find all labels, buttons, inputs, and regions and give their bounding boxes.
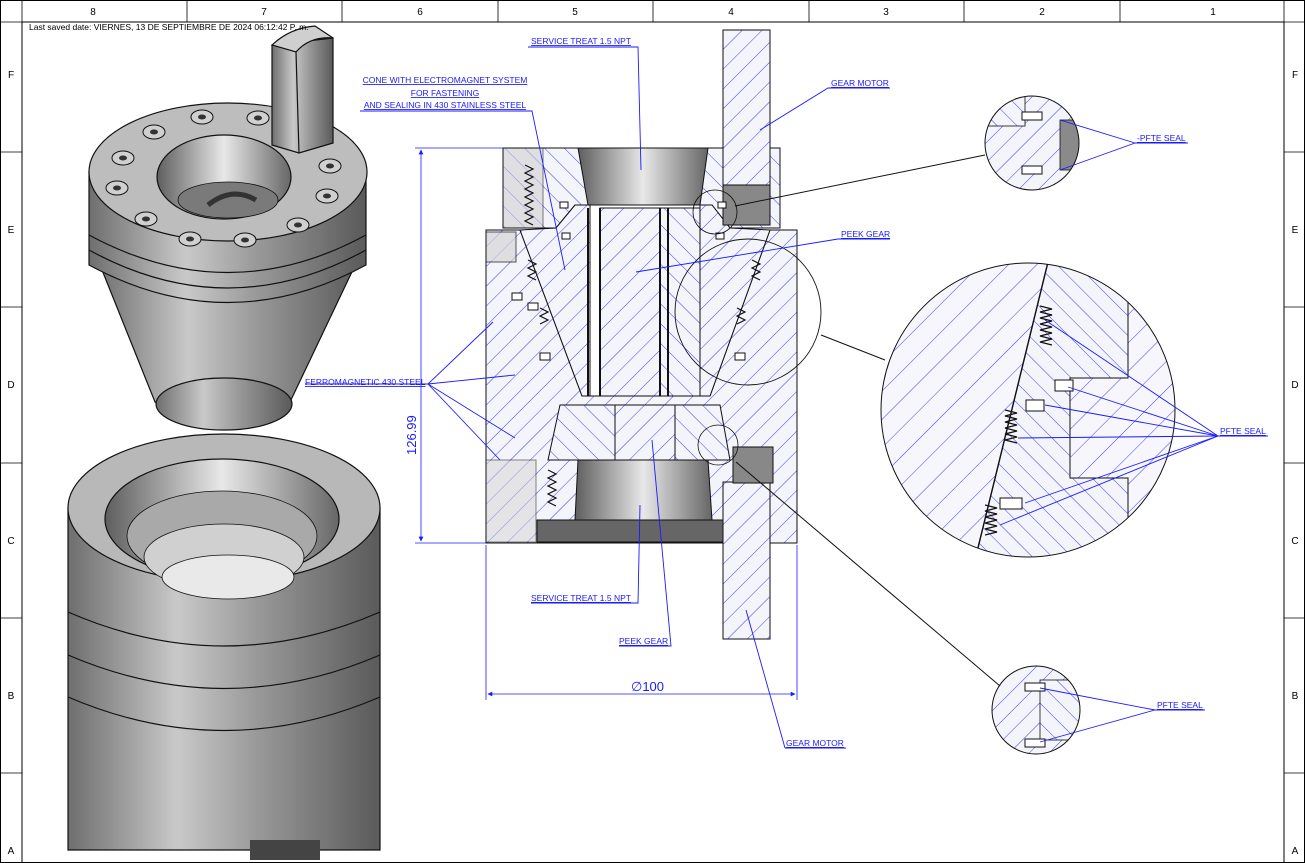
gear-motor-top-shaft [722, 29, 771, 186]
label-gear-motor-bottom: GEAR MOTOR [786, 738, 844, 748]
zone-row-a-left: A [8, 846, 15, 857]
zone-column-labels: 8 7 6 5 4 3 2 1 [90, 7, 1216, 18]
zone-column-ticks [186, 0, 1121, 22]
dimension-height-value: 126.99 [404, 415, 419, 455]
top-bore [577, 147, 709, 206]
gear-motor-bottom-shaft [722, 481, 771, 640]
zone-row-c-left: C [7, 536, 14, 547]
zone-row-b-right: B [1292, 691, 1299, 702]
label-pfte-seal-mid: PFTE SEAL [1220, 426, 1266, 436]
zone-row-c-right: C [1291, 536, 1298, 547]
coil-springs [523, 164, 762, 507]
iso-lower-cylinder [67, 433, 381, 860]
annotation-leaders [305, 46, 1268, 749]
zone-col-2: 2 [1039, 7, 1045, 18]
label-peek-gear-bottom: PEEK GEAR [619, 636, 668, 646]
zone-col-7: 7 [261, 7, 267, 18]
zone-row-f-left: F [8, 70, 14, 81]
section-view [485, 29, 822, 640]
zone-row-a-right: A [1292, 846, 1299, 857]
detail-large-leader [820, 334, 886, 361]
zone-col-4: 4 [728, 7, 734, 18]
zone-col-5: 5 [572, 7, 578, 18]
label-cone-line-2: FOR FASTENING [411, 88, 479, 98]
zone-col-6: 6 [417, 7, 423, 18]
detail-seals [999, 379, 1074, 510]
label-cone-line-1: CONE WITH ELECTROMAGNET SYSTEM [363, 75, 528, 85]
annotation-labels: SERVICE TREAT 1.5 NPT CONE WITH ELECTROM… [305, 36, 1266, 748]
label-cone-line-3: AND SEALING IN 430 STAINLESS STEEL [364, 100, 527, 110]
section-seals [511, 201, 746, 361]
detail-bottom [991, 665, 1081, 755]
last-saved-date: Last saved date: VIERNES, 13 DE SEPTIEMB… [29, 22, 309, 32]
dimension-diameter-value: ∅100 [631, 679, 664, 694]
label-service-treat-top: SERVICE TREAT 1.5 NPT [531, 36, 631, 46]
zone-row-e-left: E [8, 225, 15, 236]
zone-row-d-right: D [1291, 380, 1298, 391]
label-peek-gear-top: PEEK GEAR [841, 229, 890, 239]
dimension-diameter [485, 545, 798, 700]
zone-row-e-right: E [1292, 225, 1299, 236]
zone-row-f-right: F [1292, 70, 1298, 81]
detail-large [880, 262, 1176, 558]
zone-row-ticks [0, 151, 1305, 774]
zone-row-labels-right: F E D C B A [1291, 70, 1298, 857]
central-shaft [599, 207, 661, 397]
label-gear-motor-top: GEAR MOTOR [831, 78, 889, 88]
zone-row-b-left: B [8, 691, 15, 702]
zone-col-8: 8 [90, 7, 96, 18]
label-pfte-seal-top: -PFTE SEAL [1137, 133, 1186, 143]
detail-bottom-leader [735, 461, 1001, 687]
label-ferromagnetic: FERROMAGNETIC 430 STEEL [305, 377, 426, 387]
zone-row-labels-left: F E D C B A [7, 70, 14, 857]
dimension-height [415, 147, 503, 544]
detail-top-leader [734, 154, 986, 207]
label-pfte-seal-bottom: PFTE SEAL [1157, 700, 1203, 710]
zone-col-1: 1 [1210, 7, 1216, 18]
zone-col-3: 3 [883, 7, 889, 18]
iso-cone-flange [88, 25, 368, 431]
bottom-bore [574, 459, 713, 521]
detail-spring [984, 305, 1053, 536]
label-service-treat-bottom: SERVICE TREAT 1.5 NPT [531, 593, 631, 603]
detail-top [984, 95, 1080, 191]
zone-row-d-left: D [7, 380, 14, 391]
